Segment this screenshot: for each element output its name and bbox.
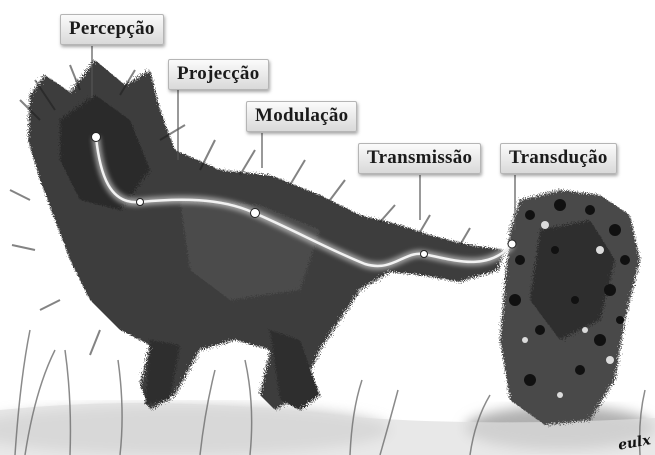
label-modulacao: Modulação — [246, 101, 357, 132]
label-percepcao: Percepção — [60, 14, 164, 45]
node-projeccao — [137, 199, 144, 206]
node-percepcao — [92, 133, 101, 142]
label-projeccao: Projecção — [168, 59, 269, 90]
node-transducao — [508, 240, 516, 248]
node-modulacao — [251, 209, 260, 218]
flower-bush — [500, 190, 640, 425]
label-transmissao: Transmissão — [358, 143, 481, 174]
label-transducao: Transdução — [500, 143, 617, 174]
node-transmissao — [421, 251, 428, 258]
